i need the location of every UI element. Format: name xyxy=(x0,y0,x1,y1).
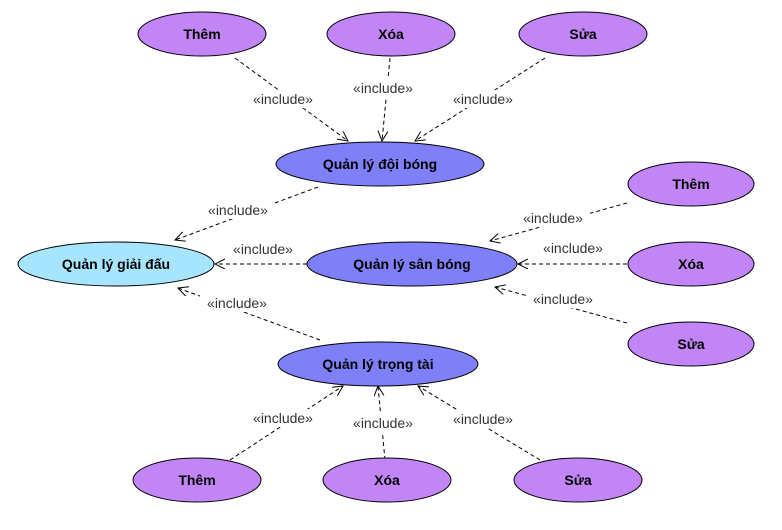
include-label-referee-delete: «include» xyxy=(346,414,420,432)
use-case-referee-management[interactable]: Quản lý trọng tài xyxy=(277,341,479,387)
include-label-referee-add: «include» xyxy=(246,409,320,427)
include-label-stadium-add: «include» xyxy=(516,209,590,227)
include-label-referee-central: «include» xyxy=(200,294,274,312)
svg-text:Thêm: Thêm xyxy=(672,176,709,192)
include-label-stadium-edit: «include» xyxy=(526,290,600,308)
use-case-team-edit[interactable]: Sửa xyxy=(518,11,648,57)
svg-text:Xóa: Xóa xyxy=(678,256,704,272)
svg-text:«include»: «include» xyxy=(453,91,513,107)
edge-team-delete xyxy=(382,57,391,141)
svg-text:«include»: «include» xyxy=(533,291,593,307)
edge-team-central xyxy=(175,186,319,240)
svg-text:Sửa: Sửa xyxy=(564,472,591,488)
svg-text:«include»: «include» xyxy=(253,410,313,426)
svg-text:Quản lý sân bóng: Quản lý sân bóng xyxy=(353,256,470,272)
include-label-stadium-central: «include» xyxy=(226,240,300,258)
edge-stadium-edit xyxy=(495,287,628,324)
use-case-referee-edit[interactable]: Sửa xyxy=(513,457,643,503)
svg-text:Quản lý đội bóng: Quản lý đội bóng xyxy=(323,156,437,172)
svg-text:«include»: «include» xyxy=(253,91,313,107)
svg-text:«include»: «include» xyxy=(207,295,267,311)
svg-text:Quản lý trọng tài: Quản lý trọng tài xyxy=(322,356,433,372)
svg-text:Thêm: Thêm xyxy=(178,472,215,488)
svg-text:«include»: «include» xyxy=(543,240,603,256)
svg-text:Thêm: Thêm xyxy=(183,26,220,42)
include-label-team-edit: «include» xyxy=(446,90,520,108)
svg-text:«include»: «include» xyxy=(353,80,413,96)
svg-text:Quản lý giải đấu: Quản lý giải đấu xyxy=(62,256,170,272)
use-case-team-management[interactable]: Quản lý đội bóng xyxy=(275,141,485,187)
use-case-stadium-edit[interactable]: Sửa xyxy=(627,321,755,367)
edge-referee-add xyxy=(229,386,343,461)
use-case-stadium-delete[interactable]: Xóa xyxy=(627,241,755,287)
include-label-team-central: «include» xyxy=(201,201,275,219)
use-case-team-add[interactable]: Thêm xyxy=(137,11,267,57)
svg-text:Sửa: Sửa xyxy=(569,26,596,42)
use-case-referee-add[interactable]: Thêm xyxy=(132,457,262,503)
include-label-referee-edit: «include» xyxy=(446,410,520,428)
include-label-stadium-delete: «include» xyxy=(536,239,610,257)
use-case-referee-delete[interactable]: Xóa xyxy=(322,457,452,503)
use-case-team-delete[interactable]: Xóa xyxy=(326,11,456,57)
svg-text:Xóa: Xóa xyxy=(374,472,400,488)
include-label-team-add: «include» xyxy=(246,90,320,108)
svg-text:Xóa: Xóa xyxy=(378,26,404,42)
use-case-stadium-add[interactable]: Thêm xyxy=(627,161,755,207)
svg-text:«include»: «include» xyxy=(353,415,413,431)
svg-text:«include»: «include» xyxy=(233,241,293,257)
svg-text:«include»: «include» xyxy=(208,202,268,218)
svg-text:«include»: «include» xyxy=(523,210,583,226)
use-case-tournament-management[interactable]: Quản lý giải đấu xyxy=(17,241,215,287)
use-case-stadium-management[interactable]: Quản lý sân bóng xyxy=(306,241,518,287)
svg-text:Sửa: Sửa xyxy=(677,336,704,352)
include-label-team-delete: «include» xyxy=(346,79,420,97)
svg-text:«include»: «include» xyxy=(453,411,513,427)
